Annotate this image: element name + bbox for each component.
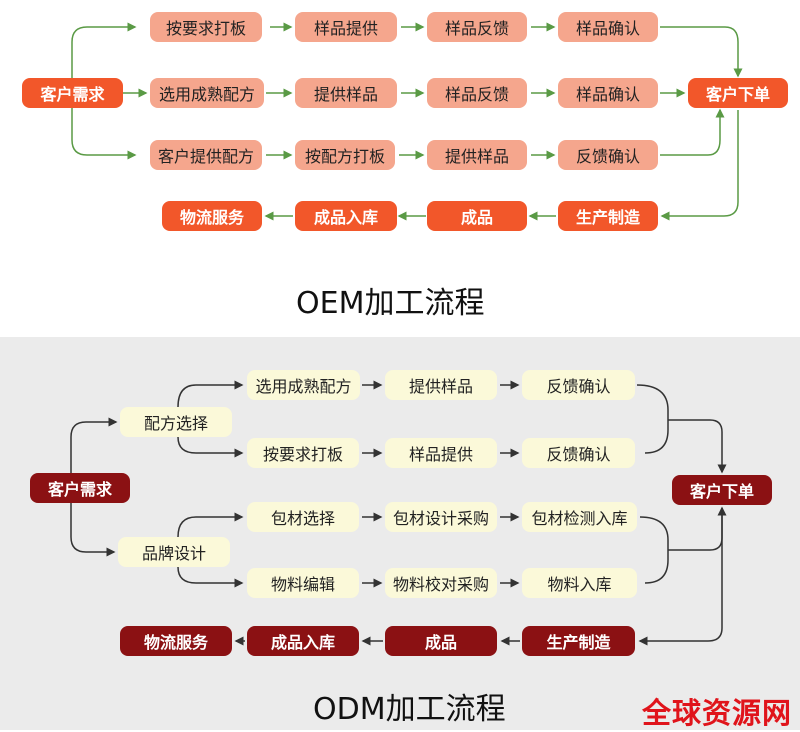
oem-step-box: 反馈确认 bbox=[558, 140, 658, 170]
odm-step-box: 按要求打板 bbox=[247, 438, 359, 468]
odm-step-box: 选用成熟配方 bbox=[247, 370, 360, 400]
odm-step-box: 品牌设计 bbox=[118, 537, 230, 567]
oem-step-box: 成品 bbox=[427, 201, 527, 231]
oem-step-box: 样品反馈 bbox=[427, 78, 527, 108]
odm-step-box: 配方选择 bbox=[120, 407, 232, 437]
oem-title: OEM加工流程 bbox=[296, 286, 485, 321]
odm-step-box: 生产制造 bbox=[522, 626, 635, 656]
odm-step-box: 提供样品 bbox=[385, 370, 497, 400]
odm-step-box: 包材检测入库 bbox=[522, 502, 637, 532]
oem-step-box: 提供样品 bbox=[427, 140, 527, 170]
oem-step-box: 样品确认 bbox=[558, 78, 658, 108]
oem-step-box: 成品入库 bbox=[295, 201, 397, 231]
oem-step-box: 样品提供 bbox=[295, 12, 397, 42]
oem-step-box: 客户下单 bbox=[688, 78, 788, 108]
odm-step-box: 包材选择 bbox=[247, 502, 359, 532]
odm-step-box: 物料编辑 bbox=[247, 568, 359, 598]
odm-step-box: 客户下单 bbox=[672, 475, 772, 505]
oem-step-box: 生产制造 bbox=[558, 201, 658, 231]
odm-title: ODM加工流程 bbox=[313, 692, 506, 727]
odm-step-box: 成品入库 bbox=[247, 626, 359, 656]
watermark-logo: 全球资源网 bbox=[642, 696, 793, 730]
odm-step-box: 客户需求 bbox=[30, 473, 130, 503]
odm-step-box: 物料入库 bbox=[522, 568, 637, 598]
oem-step-box: 客户提供配方 bbox=[150, 140, 262, 170]
odm-connectors bbox=[70, 380, 727, 646]
oem-step-box: 提供样品 bbox=[295, 78, 397, 108]
odm-step-box: 反馈确认 bbox=[522, 370, 635, 400]
oem-connectors bbox=[71, 22, 743, 221]
odm-step-box: 包材设计采购 bbox=[385, 502, 497, 532]
oem-step-box: 客户需求 bbox=[22, 78, 123, 108]
odm-step-box: 反馈确认 bbox=[522, 438, 635, 468]
oem-step-box: 按要求打板 bbox=[150, 12, 262, 42]
oem-step-box: 样品确认 bbox=[558, 12, 658, 42]
oem-step-box: 选用成熟配方 bbox=[150, 78, 264, 108]
odm-step-box: 样品提供 bbox=[385, 438, 497, 468]
odm-step-box: 物流服务 bbox=[120, 626, 232, 656]
oem-step-box: 物流服务 bbox=[162, 201, 262, 231]
odm-step-box: 物料校对采购 bbox=[385, 568, 497, 598]
oem-step-box: 样品反馈 bbox=[427, 12, 527, 42]
oem-step-box: 按配方打板 bbox=[295, 140, 395, 170]
odm-step-box: 成品 bbox=[385, 626, 497, 656]
